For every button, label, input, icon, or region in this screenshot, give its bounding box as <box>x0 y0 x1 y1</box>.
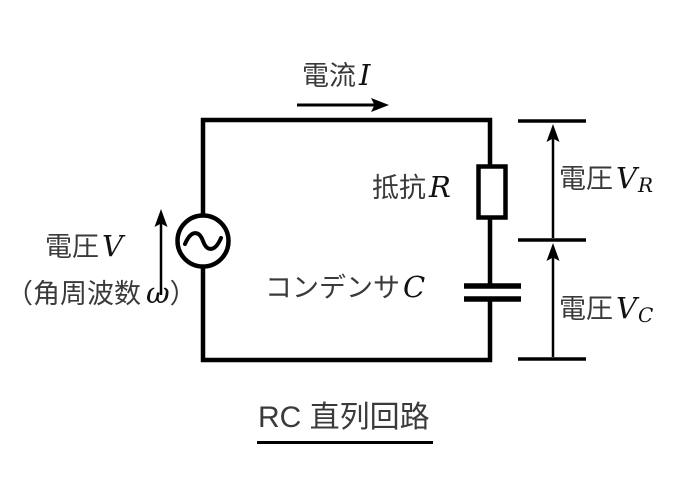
angular-frequency-symbol: ω <box>146 276 170 310</box>
vc-arrow-head-icon <box>546 243 560 261</box>
resistor-symbol <box>476 164 508 220</box>
voltage-r-symbol: VR <box>616 161 654 198</box>
capacitor-label-text: コンデンサ <box>265 273 400 303</box>
voltage-c-symbol: VC <box>616 291 654 328</box>
diagram-title: RC 直列回路 <box>257 392 433 444</box>
voltage-c-subscript: C <box>637 303 654 328</box>
wire-top-left <box>200 117 493 215</box>
current-arrow-head-icon <box>371 98 389 112</box>
angular-frequency-close-paren: ） <box>169 279 197 309</box>
current-label-text: 電流 <box>302 61 356 91</box>
vr-arrow-head-icon <box>546 124 560 142</box>
angular-frequency-open-paren: （ <box>6 279 33 309</box>
voltage-r-label-text: 電圧 <box>559 164 613 194</box>
ac-sine-icon <box>183 231 223 251</box>
resistor-label-text: 抵抗 <box>372 173 426 203</box>
resistor-symbol-letter: R <box>429 170 451 204</box>
source-voltage-arrow-head-icon <box>154 209 168 227</box>
voltage-r-subscript: R <box>637 173 654 198</box>
source-voltage-symbol: V <box>102 229 123 263</box>
wire-bottom <box>200 267 493 363</box>
voltage-c-label-text: 電圧 <box>559 294 613 324</box>
angular-frequency-text: 角周波数 <box>33 279 141 309</box>
capacitor-symbol-letter: C <box>403 270 426 304</box>
current-symbol: I <box>359 58 371 92</box>
source-voltage-label-text: 電圧 <box>45 232 99 262</box>
